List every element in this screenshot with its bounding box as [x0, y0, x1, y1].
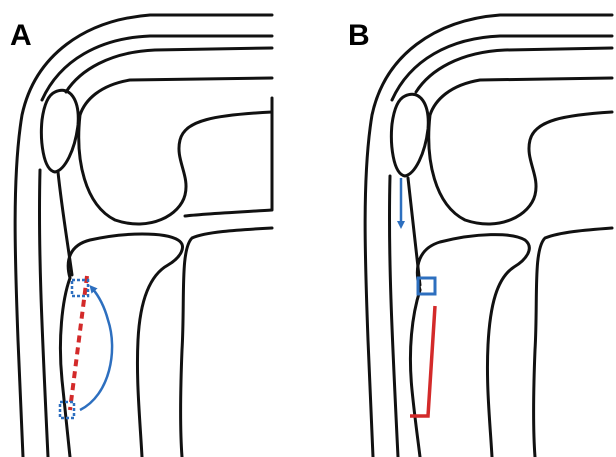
panel-a-femur-shaft-top: [80, 78, 272, 115]
panel-a-patellar-tendon: [39, 170, 48, 457]
panel-b-patella: [391, 94, 428, 176]
panel-b-patellar-tendon: [389, 176, 398, 457]
panel-a-label: A: [10, 19, 32, 52]
panel-a-tendon-layer: [66, 48, 272, 92]
panel-b-femur-shaft-top: [430, 78, 612, 115]
panel-a: A: [10, 15, 272, 457]
panel-a-fibula: [181, 228, 273, 457]
panel-a-femoral-condyle: [79, 112, 272, 224]
panel-a-quadriceps-layer: [42, 36, 272, 100]
panel-b-femoral-condyle: [429, 112, 612, 224]
panel-b-fibula: [534, 228, 613, 457]
panel-a-patella: [41, 90, 78, 172]
panel-b-tendon-layer: [416, 48, 612, 92]
panel-a-tibia-front: [60, 278, 70, 457]
panel-b: B: [348, 15, 612, 457]
panel-b-label: B: [348, 19, 370, 52]
panel-b-quadriceps-layer: [392, 36, 612, 100]
panel-a-tibia: [68, 234, 182, 457]
panel-b-tibia-front: [410, 290, 420, 457]
